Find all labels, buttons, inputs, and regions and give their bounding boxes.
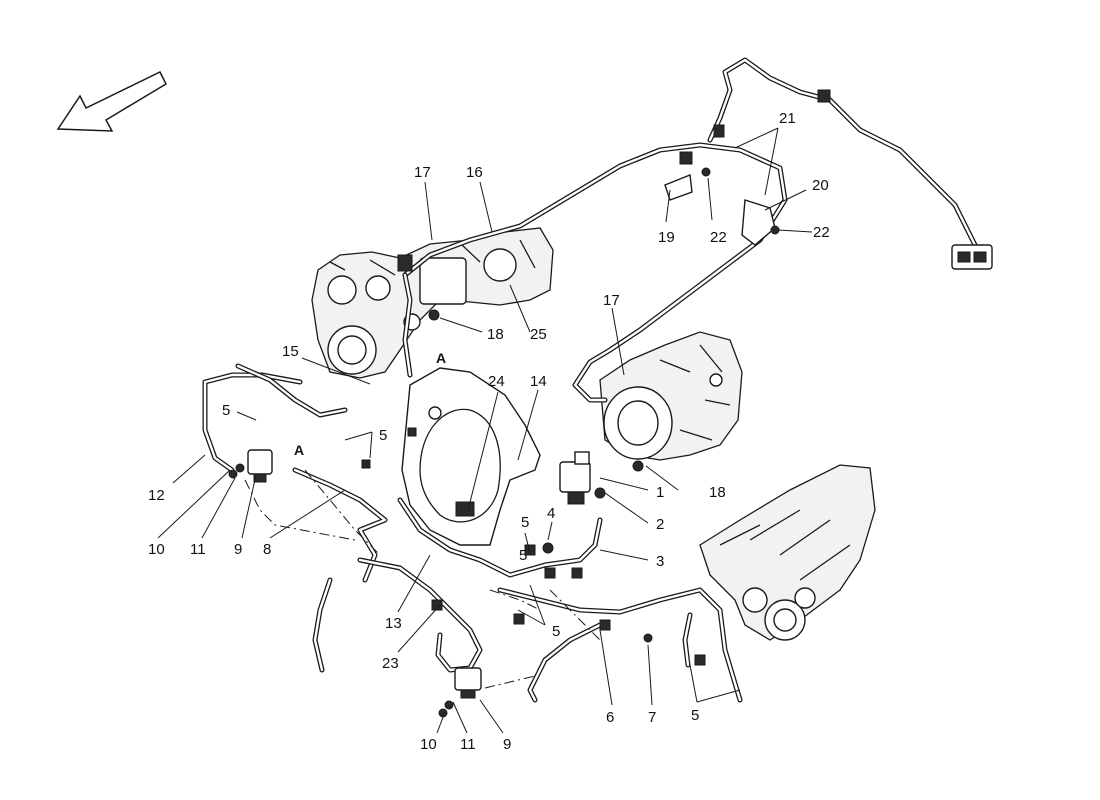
solenoid-valve-left <box>247 449 273 483</box>
callout-5-left: 5 <box>222 402 230 419</box>
upper-engine-block <box>311 227 554 379</box>
section-mark-a-upper: A <box>436 350 446 366</box>
callout-5-center: 5 <box>521 514 529 531</box>
callout-17-right: 17 <box>603 292 620 309</box>
callout-10-left: 10 <box>148 541 165 558</box>
callout-22-left: 22 <box>710 229 727 246</box>
callout-7: 7 <box>648 709 656 726</box>
exhaust-manifold <box>699 464 876 641</box>
callout-22-right: 22 <box>813 224 830 241</box>
right-engine-block <box>599 331 743 461</box>
callout-3: 3 <box>656 553 664 570</box>
callout-4: 4 <box>547 505 555 522</box>
connector-plug <box>951 244 993 270</box>
callout-16: 16 <box>466 164 483 181</box>
callout-11-left: 11 <box>190 541 206 558</box>
front-direction-arrow-icon <box>56 71 167 132</box>
bolts <box>228 167 780 718</box>
callout-13: 13 <box>385 615 402 632</box>
clip-19 <box>664 174 693 201</box>
callout-14: 14 <box>530 373 547 390</box>
callout-12: 12 <box>148 487 165 504</box>
callout-25: 25 <box>530 326 547 343</box>
callout-2: 2 <box>656 516 664 533</box>
vacuum-pipe-network <box>202 57 983 703</box>
callout-15: 15 <box>282 343 299 360</box>
callout-19: 19 <box>658 229 675 246</box>
callout-11-lower: 11 <box>460 736 476 753</box>
callout-1: 1 <box>656 484 664 501</box>
callout-5-upper-mid: 5 <box>379 427 387 444</box>
callout-5-lower-right: 5 <box>691 707 699 724</box>
callout-9-lower: 9 <box>503 736 511 753</box>
callout-9-left: 9 <box>234 541 242 558</box>
callout-21: 21 <box>779 110 796 127</box>
bracket-20 <box>741 199 776 246</box>
reference-lines <box>244 469 601 689</box>
callout-24: 24 <box>488 373 505 390</box>
callout-17-upper: 17 <box>414 164 431 181</box>
timing-cover <box>401 367 541 546</box>
callout-5-lower-mid: 5 <box>552 623 560 640</box>
callout-10-lower: 10 <box>420 736 437 753</box>
callout-6: 6 <box>606 709 614 726</box>
callout-20: 20 <box>812 177 829 194</box>
callout-5-center-low: 5 <box>519 547 527 564</box>
section-mark-a-left: A <box>294 442 304 458</box>
sensor-fittings <box>361 89 831 666</box>
callout-8: 8 <box>263 541 271 558</box>
leader-lines <box>157 127 813 734</box>
solenoid-valve-lower <box>454 667 482 699</box>
callout-18-right: 18 <box>709 484 726 501</box>
callout-23: 23 <box>382 655 399 672</box>
solenoid-valve-upper <box>559 451 591 505</box>
callout-18-upper: 18 <box>487 326 504 343</box>
